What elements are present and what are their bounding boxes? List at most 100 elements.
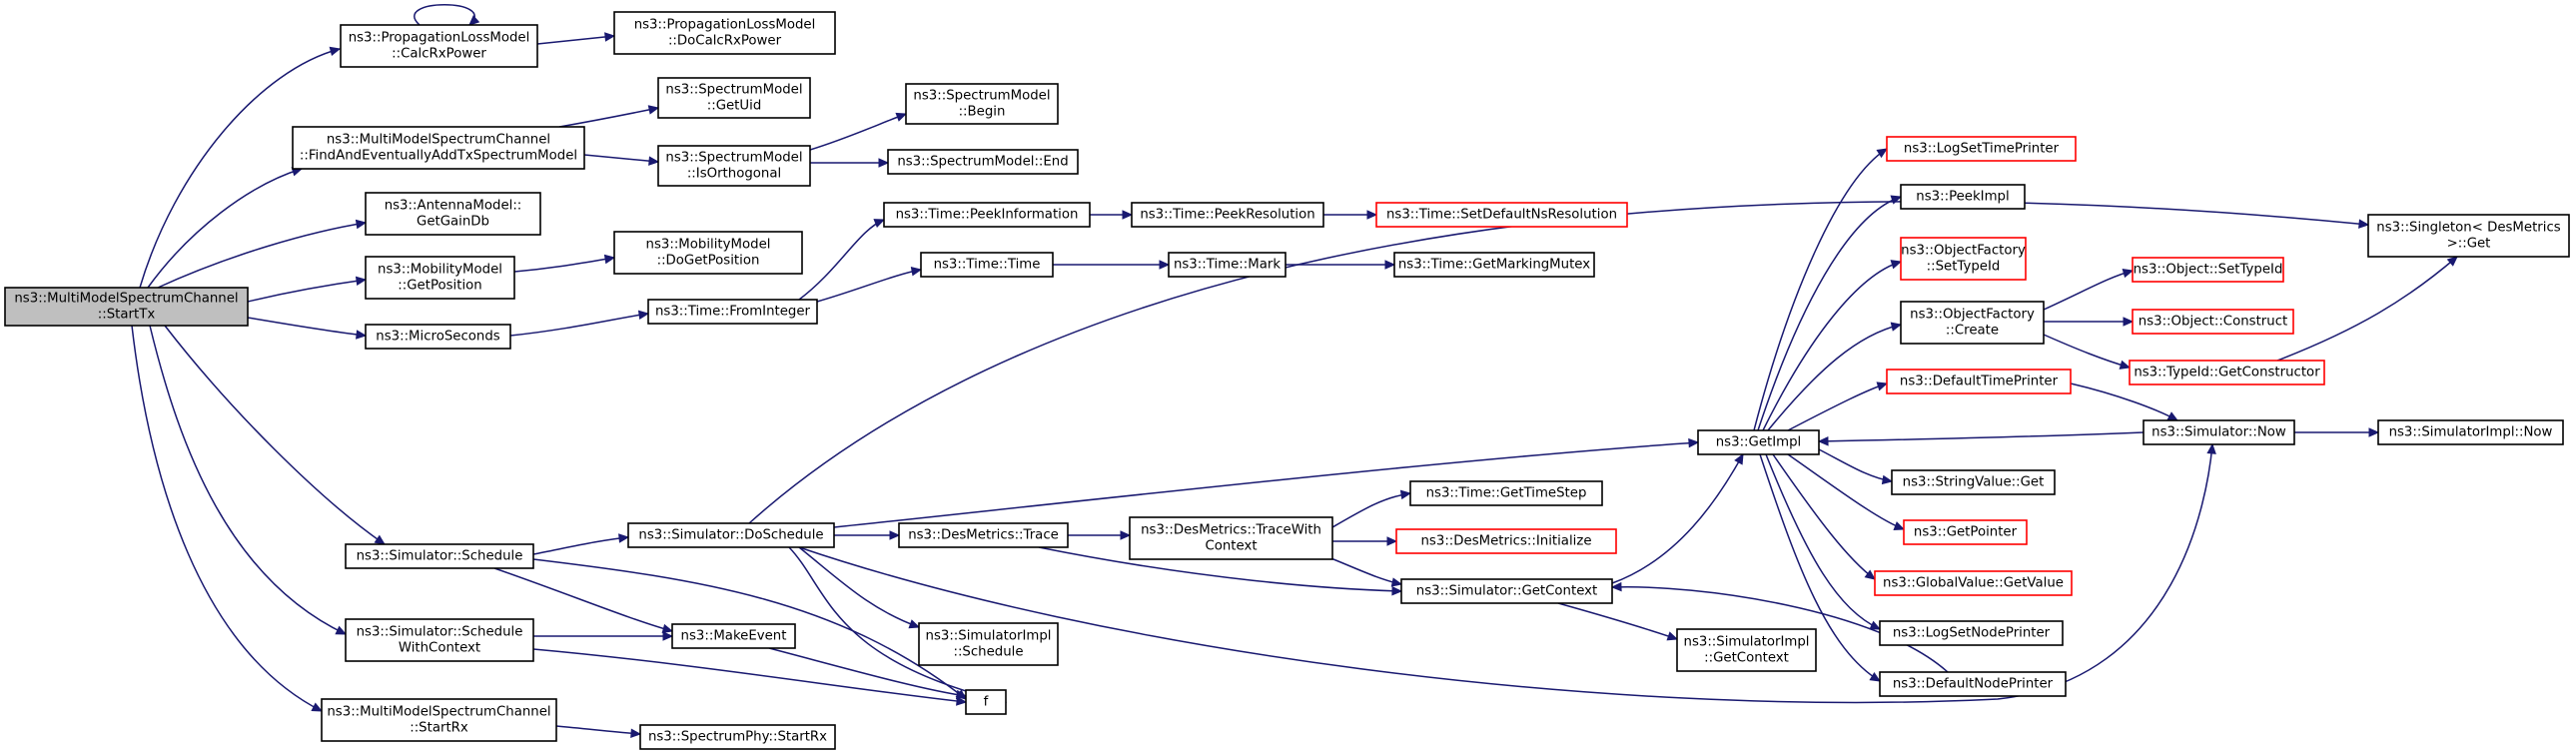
node-label: ns3::DesMetrics::TraceWith <box>1141 523 1321 538</box>
node-box <box>1697 429 1820 455</box>
node-box <box>883 202 1091 228</box>
node-logSetNode[interactable]: ns3::LogSetNodePrinter <box>1879 620 2064 646</box>
edge-startTx-to-calcRx <box>139 46 342 289</box>
node-peekInfo[interactable]: ns3::Time::PeekInformation <box>883 202 1091 228</box>
node-smBegin[interactable]: ns3::SpectrumModel::Begin <box>905 83 1059 125</box>
node-label: ns3::DesMetrics::Initialize <box>1421 534 1592 549</box>
node-gvGetValue[interactable]: ns3::GlobalValue::GetValue <box>1874 570 2073 596</box>
node-label: ::SetTypeId <box>1927 260 2001 275</box>
node-simImplSched[interactable]: ns3::SimulatorImpl::Schedule <box>918 622 1059 666</box>
node-doCalcRx[interactable]: ns3::PropagationLossModel::DoCalcRxPower <box>613 11 836 55</box>
node-makeEvent[interactable]: ns3::MakeEvent <box>671 623 796 649</box>
node-label: ns3::DesMetrics::Trace <box>908 528 1059 543</box>
node-objSetTypeId[interactable]: ns3::Object::SetTypeId <box>2132 257 2284 283</box>
node-getPointer[interactable]: ns3::GetPointer <box>1903 519 2028 545</box>
node-box <box>1676 628 1817 672</box>
node-simImplNow[interactable]: ns3::SimulatorImpl::Now <box>2377 419 2564 445</box>
edge-getImpl-to-peekImpl <box>1757 195 1903 431</box>
node-label: ::StartTx <box>98 308 156 323</box>
node-box <box>2132 309 2294 335</box>
edge-schedule-to-makeEvent <box>493 567 674 634</box>
node-box <box>898 522 1069 548</box>
node-box <box>1879 620 2064 646</box>
node-doGetPos[interactable]: ns3::MobilityModel::DoGetPosition <box>613 231 803 275</box>
node-timeTime[interactable]: ns3::Time::Time <box>920 252 1054 278</box>
node-label: ns3::MakeEvent <box>681 629 787 644</box>
node-findAdd[interactable]: ns3::MultiModelSpectrumChannel::FindAndE… <box>292 126 585 170</box>
node-peekImpl[interactable]: ns3::PeekImpl <box>1900 184 2026 210</box>
node-box <box>613 231 803 275</box>
node-ofCreate[interactable]: ns3::ObjectFactory::Create <box>1900 301 2045 345</box>
node-startRx[interactable]: ns3::MultiModelSpectrumChannel::StartRx <box>321 698 557 742</box>
node-dmInit[interactable]: ns3::DesMetrics::Initialize <box>1395 528 1617 554</box>
node-simGetCtx[interactable]: ns3::Simulator::GetContext <box>1400 578 1613 604</box>
node-fromInt[interactable]: ns3::Time::FromInteger <box>647 299 818 325</box>
node-doSchedule[interactable]: ns3::Simulator::DoSchedule <box>627 522 835 548</box>
node-startTx[interactable]: ns3::MultiModelSpectrumChannel::StartTx <box>4 287 249 327</box>
node-markMutex[interactable]: ns3::Time::GetMarkingMutex <box>1393 252 1595 278</box>
node-box <box>321 698 557 742</box>
node-label: ::StartRx <box>410 721 468 736</box>
edge-calcRx-to-doCalcRx <box>536 32 616 45</box>
node-label: ::GetPosition <box>398 279 481 294</box>
node-getImpl[interactable]: ns3::GetImpl <box>1697 429 1820 455</box>
edge-defNodePrinter-to-simGetCtx <box>1610 581 1949 673</box>
edge-simGetCtx-to-getImpl <box>1611 452 1744 584</box>
node-label: ns3::SpectrumModel <box>665 83 802 98</box>
node-defNodePrinter[interactable]: ns3::DefaultNodePrinter <box>1879 671 2067 697</box>
node-setDefRes[interactable]: ns3::Time::SetDefaultNsResolution <box>1375 202 1628 228</box>
node-peekRes[interactable]: ns3::Time::PeekResolution <box>1131 202 1324 228</box>
node-strValGet[interactable]: ns3::StringValue::Get <box>1891 469 2056 495</box>
node-label: ns3::TypeId::GetConstructor <box>2134 366 2320 380</box>
node-label: ::CalcRxPower <box>392 47 486 62</box>
edge-ofCreate-to-objSetTypeId <box>2043 268 2135 311</box>
node-f[interactable]: f <box>965 689 1007 715</box>
node-isOrth[interactable]: ns3::SpectrumModel::IsOrthogonal <box>657 145 811 187</box>
node-schedule[interactable]: ns3::Simulator::Schedule <box>345 543 534 569</box>
edge-getImpl-to-ofSetTypeId <box>1762 260 1903 431</box>
node-singleton[interactable]: ns3::Singleton< DesMetrics >::Get <box>2367 214 2570 258</box>
node-getPos[interactable]: ns3::MobilityModel::GetPosition <box>365 256 515 300</box>
edge-startTx-to-schedCtx <box>149 325 348 635</box>
edge-simNow-to-simImplNow <box>2294 427 2380 437</box>
node-box <box>345 543 534 569</box>
node-getTimeStep[interactable]: ns3::Time::GetTimeStep <box>1409 480 1603 506</box>
edge-getImpl-to-logSetTime <box>1753 148 1889 431</box>
node-label: ns3::MultiModelSpectrumChannel <box>327 705 550 720</box>
node-ofSetTypeId[interactable]: ns3::ObjectFactory::SetTypeId <box>1900 237 2027 281</box>
node-box <box>1131 202 1324 228</box>
edge-simNow-to-getImpl <box>1817 431 2145 446</box>
node-micro[interactable]: ns3::MicroSeconds <box>365 324 511 350</box>
edge-micro-to-fromInt <box>509 310 650 337</box>
node-box <box>1903 519 2028 545</box>
node-objConstruct[interactable]: ns3::Object::Construct <box>2132 309 2294 335</box>
node-logSetTime[interactable]: ns3::LogSetTimePrinter <box>1886 136 2077 162</box>
node-gainDb[interactable]: ns3::AntennaModel::GetGainDb <box>365 192 541 236</box>
node-getCtor[interactable]: ns3::TypeId::GetConstructor <box>2129 360 2325 385</box>
node-simImplCtx[interactable]: ns3::SimulatorImpl::GetContext <box>1676 628 1817 672</box>
edge-timeTime-to-timeMark <box>1053 260 1171 270</box>
edge-schedCtx-to-f <box>532 648 968 706</box>
node-label: ns3::MicroSeconds <box>376 330 499 345</box>
node-smEnd[interactable]: ns3::SpectrumModel::End <box>887 149 1079 175</box>
edge-schedule-to-doSchedule <box>532 533 630 555</box>
edge-getImpl-to-ofCreate <box>1767 322 1903 431</box>
node-defTimePrinter[interactable]: ns3::DefaultTimePrinter <box>1886 369 2072 394</box>
edge-ofCreate-to-objConstruct <box>2044 317 2135 327</box>
node-getUid[interactable]: ns3::SpectrumModel::GetUid <box>657 77 811 119</box>
node-dmTrace[interactable]: ns3::DesMetrics::Trace <box>898 522 1069 548</box>
node-label: ns3::StringValue::Get <box>1903 475 2045 490</box>
node-label: ns3::ObjectFactory <box>1910 308 2035 323</box>
node-simNow[interactable]: ns3::Simulator::Now <box>2143 419 2295 445</box>
node-label: >::Get <box>2447 237 2491 252</box>
node-label: ::IsOrthogonal <box>687 167 781 182</box>
node-calcRx[interactable]: ns3::PropagationLossModel::CalcRxPower <box>340 24 538 68</box>
node-phyStartRx[interactable]: ns3::SpectrumPhy::StartRx <box>639 724 836 750</box>
edge-dmTrace-to-simGetCtx <box>1038 546 1403 596</box>
node-label: ns3::SimulatorImpl <box>1684 635 1810 650</box>
node-box <box>918 622 1059 666</box>
node-timeMark[interactable]: ns3::Time::Mark <box>1168 252 1287 278</box>
node-box <box>1886 369 2072 394</box>
